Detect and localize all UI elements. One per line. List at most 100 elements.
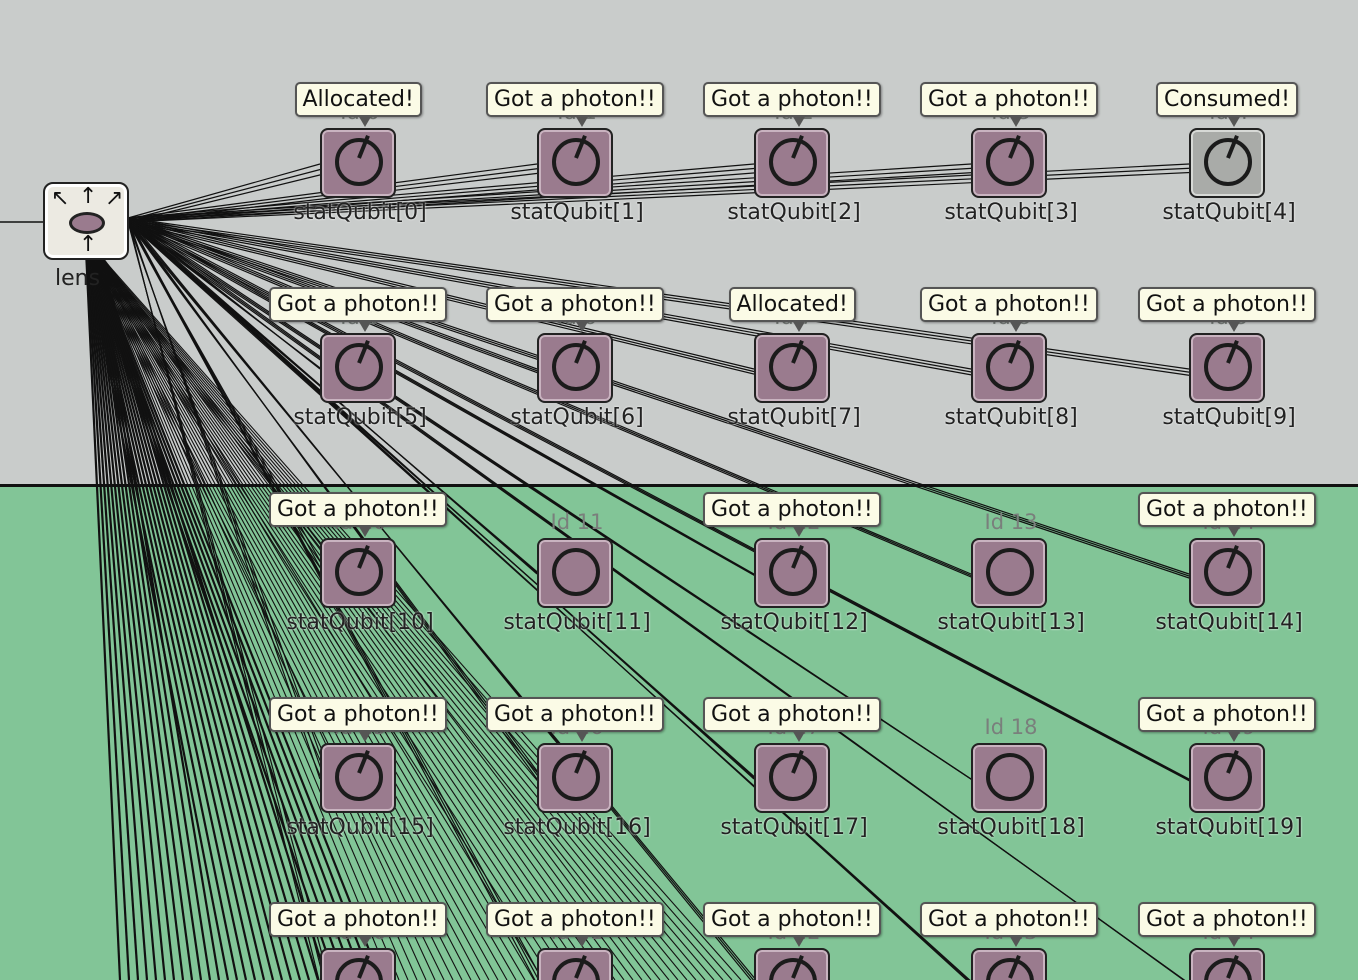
module-name-label: statQubit[17]: [720, 815, 868, 840]
module-name-label: statQubit[10]: [286, 610, 434, 635]
status-bubble: Got a photon!!: [269, 697, 447, 742]
status-bubble: Got a photon!!: [486, 902, 664, 947]
qubit-icon: [754, 333, 830, 403]
qubit-module[interactable]: Id 20Got a photon!!: [269, 902, 447, 980]
qubit-module[interactable]: Id 21Got a photon!!: [486, 902, 664, 980]
status-bubble: Got a photon!!: [486, 82, 664, 127]
qubit-module[interactable]: Id 6statQubit[6]Got a photon!!: [486, 287, 664, 430]
qubit-module[interactable]: Id 15statQubit[15]Got a photon!!: [269, 697, 447, 840]
qubit-circle: [335, 138, 383, 186]
qubit-module[interactable]: Id 24Got a photon!!: [1138, 902, 1316, 980]
qubit-module[interactable]: Id 23Got a photon!!: [920, 902, 1098, 980]
qubit-circle: [986, 753, 1034, 801]
qubit-icon: [537, 948, 613, 980]
status-bubble: Got a photon!!: [486, 287, 664, 332]
qubit-module[interactable]: Id 19statQubit[19]Got a photon!!: [1138, 697, 1316, 840]
module-name-label: statQubit[6]: [510, 405, 644, 430]
qubit-icon: [537, 538, 613, 608]
module-name-label: statQubit[15]: [286, 815, 434, 840]
qubit-module[interactable]: Id 10statQubit[10]Got a photon!!: [269, 492, 447, 635]
qubit-circle: [335, 343, 383, 391]
status-bubble: Got a photon!!: [269, 287, 447, 332]
qubit-icon: [971, 743, 1047, 813]
qubit-circle: [986, 343, 1034, 391]
arrow-up-right-icon: ↗: [105, 186, 124, 211]
qubit-icon: [320, 743, 396, 813]
lens-ellipse: [69, 212, 105, 234]
module-name-label: statQubit[0]: [293, 200, 427, 225]
qubit-circle: [1204, 548, 1252, 596]
status-bubble: Got a photon!!: [1138, 697, 1316, 742]
qubit-module[interactable]: Id 0statQubit[0]Allocated!: [293, 82, 427, 225]
status-bubble: Got a photon!!: [269, 902, 447, 947]
qubit-module[interactable]: Id 7statQubit[7]Allocated!: [727, 287, 861, 430]
module-id-label: Id 11: [550, 510, 604, 534]
qubit-circle: [769, 138, 817, 186]
status-bubble: Got a photon!!: [703, 697, 881, 742]
qubit-module[interactable]: Id 14statQubit[14]Got a photon!!: [1138, 492, 1316, 635]
module-name-label: statQubit[4]: [1162, 200, 1296, 225]
status-bubble: Got a photon!!: [920, 287, 1098, 332]
qubit-circle: [769, 548, 817, 596]
module-name-label: statQubit[7]: [727, 405, 861, 430]
status-bubble: Got a photon!!: [920, 82, 1098, 127]
status-bubble: Got a photon!!: [1138, 287, 1316, 332]
qubit-icon: [754, 743, 830, 813]
module-name-label: statQubit[16]: [503, 815, 651, 840]
qubit-circle: [1204, 138, 1252, 186]
qubit-module[interactable]: Id 9statQubit[9]Got a photon!!: [1138, 287, 1316, 430]
qubit-circle: [986, 548, 1034, 596]
status-bubble: Got a photon!!: [486, 697, 664, 742]
qubit-icon: [1189, 538, 1265, 608]
status-bubble: Got a photon!!: [703, 82, 881, 127]
qubit-module[interactable]: Id 4statQubit[4]Consumed!: [1156, 82, 1298, 225]
qubit-icon: [971, 948, 1047, 980]
qubit-module[interactable]: Id 5statQubit[5]Got a photon!!: [269, 287, 447, 430]
qubit-circle: [1204, 753, 1252, 801]
qubit-module[interactable]: Id 2statQubit[2]Got a photon!!: [703, 82, 881, 225]
module-name-label: statQubit[9]: [1162, 405, 1296, 430]
qubit-module[interactable]: Id 17statQubit[17]Got a photon!!: [703, 697, 881, 840]
module-name-label: statQubit[13]: [937, 610, 1085, 635]
qubit-circle: [552, 343, 600, 391]
qubit-circle: [769, 343, 817, 391]
lens-module[interactable]: ↖ ↑ ↗ ↑: [43, 182, 129, 260]
module-name-label: statQubit[1]: [510, 200, 644, 225]
module-name-label: statQubit[11]: [503, 610, 651, 635]
qubit-module[interactable]: Id 12statQubit[12]Got a photon!!: [703, 492, 881, 635]
qubit-icon: [537, 333, 613, 403]
module-name-label: statQubit[18]: [937, 815, 1085, 840]
module-name-label: statQubit[19]: [1155, 815, 1303, 840]
qubit-module[interactable]: Id 11 statQubit[11]: [503, 510, 650, 635]
status-bubble: Consumed!: [1156, 82, 1298, 127]
status-bubble: Got a photon!!: [269, 492, 447, 537]
qubit-icon: [1189, 333, 1265, 403]
qubit-circle: [552, 548, 600, 596]
arrow-up-icon: ↑: [79, 184, 98, 209]
qubit-circle: [986, 138, 1034, 186]
qubit-icon: [537, 743, 613, 813]
qubit-icon: [971, 128, 1047, 198]
status-bubble: Got a photon!!: [1138, 902, 1316, 947]
status-bubble: Allocated!: [728, 287, 856, 332]
module-name-label: statQubit[14]: [1155, 610, 1303, 635]
qubit-icon: [320, 948, 396, 980]
qubit-icon: [320, 333, 396, 403]
qubit-module[interactable]: Id 22Got a photon!!: [703, 902, 881, 980]
qubit-circle: [335, 548, 383, 596]
qubit-icon: [320, 128, 396, 198]
lens-icon: ↖ ↑ ↗ ↑: [43, 182, 129, 260]
qubit-module[interactable]: Id 16statQubit[16]Got a photon!!: [486, 697, 664, 840]
qubit-icon: [1189, 948, 1265, 980]
status-bubble: Got a photon!!: [1138, 492, 1316, 537]
lens-label: lens: [55, 266, 101, 291]
module-name-label: statQubit[5]: [293, 405, 427, 430]
status-bubble: Got a photon!!: [920, 902, 1098, 947]
arrow-up-bottom-icon: ↑: [79, 232, 98, 257]
